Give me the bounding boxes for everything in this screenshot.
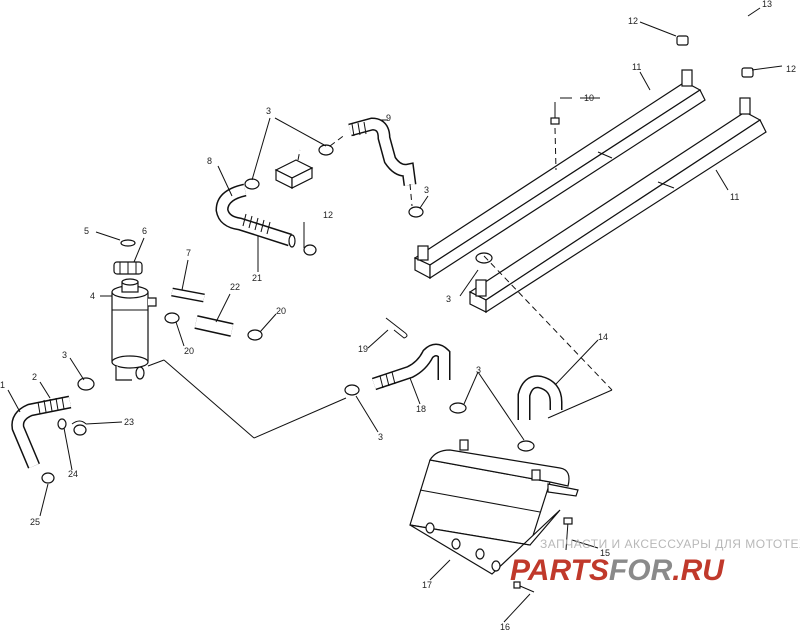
plug [120, 239, 136, 247]
callout-24: 24 [68, 469, 78, 479]
clamp-i [344, 384, 360, 396]
callout-9: 9 [386, 113, 391, 123]
coolant-tank [409, 439, 579, 575]
callout-8: 8 [207, 156, 212, 166]
callout-16: 16 [500, 622, 510, 631]
clamp-m [73, 424, 87, 436]
callout-21: 21 [252, 273, 262, 283]
callout-6: 6 [142, 226, 147, 236]
watermark-logo-part2: FOR [609, 554, 673, 587]
hose-upper [348, 117, 417, 186]
screw-16 [513, 581, 535, 593]
clamp-c [408, 206, 424, 218]
callout-12a: 12 [323, 210, 333, 220]
watermark-logo-part3: .RU [672, 554, 725, 587]
clamp-l [41, 472, 55, 484]
bracket [274, 149, 314, 189]
hose-middle [371, 343, 451, 391]
callout-3a: 3 [266, 106, 271, 116]
callout-10: 10 [584, 93, 594, 103]
rail-lower [468, 97, 767, 314]
callout-25: 25 [30, 517, 40, 527]
clip [385, 317, 408, 339]
callout-3e: 3 [476, 365, 481, 375]
callout-20a: 20 [276, 306, 286, 316]
watermark-logo: PARTSFOR.RU [510, 554, 725, 587]
callout-7: 7 [186, 248, 191, 258]
callout-4: 4 [90, 291, 95, 301]
callout-2: 2 [32, 372, 37, 382]
callout-3f: 3 [378, 432, 383, 442]
hose-lower-left [11, 395, 72, 469]
hose-tank [517, 375, 563, 420]
clamp-a [318, 144, 334, 156]
callout-18: 18 [416, 404, 426, 414]
clamp-h [77, 377, 95, 391]
crossover-hose [676, 5, 754, 78]
hose-short [194, 315, 234, 337]
clamp-e [475, 252, 493, 264]
watermark: ЗАПЧАСТИ И АКСЕССУАРЫ ДЛЯ МОТОТЕХНИКИ PA… [510, 537, 800, 587]
watermark-caption: ЗАПЧАСТИ И АКСЕССУАРЫ ДЛЯ МОТОТЕХНИКИ [540, 537, 800, 551]
coolant-reservoir [111, 278, 157, 381]
callout-12b: 12 [628, 16, 638, 26]
callout-1: 1 [0, 380, 5, 390]
callout-20b: 20 [184, 346, 194, 356]
callout-11a: 11 [632, 62, 641, 72]
fitting [57, 418, 87, 430]
tube [171, 287, 205, 303]
callout-14: 14 [598, 332, 608, 342]
clamp-f [164, 312, 180, 324]
callout-11b: 11 [730, 192, 739, 202]
reservoir-cap [113, 261, 143, 275]
clamp-g [247, 329, 263, 341]
callout-17: 17 [422, 580, 432, 590]
callout-19: 19 [358, 344, 368, 354]
clamp-b [244, 178, 260, 190]
routing-lines [147, 133, 613, 439]
hose-intake [215, 183, 296, 248]
screw-15 [563, 517, 573, 551]
callout-13: 13 [762, 0, 772, 9]
bolt [550, 102, 560, 171]
callout-15: 15 [600, 548, 610, 558]
clamp-j [449, 402, 467, 414]
clamp-k [517, 440, 535, 452]
rail-upper [413, 69, 706, 280]
callout-3c: 3 [446, 294, 451, 304]
callout-12c: 12 [786, 64, 796, 74]
callout-23: 23 [124, 417, 134, 427]
watermark-logo-part1: PARTS [510, 554, 609, 587]
leader-lines [7, 7, 783, 623]
callout-5: 5 [84, 226, 89, 236]
callout-3d: 3 [62, 350, 67, 360]
clamp-d [303, 244, 317, 256]
callout-22: 22 [230, 282, 240, 292]
callout-3b: 3 [424, 185, 429, 195]
